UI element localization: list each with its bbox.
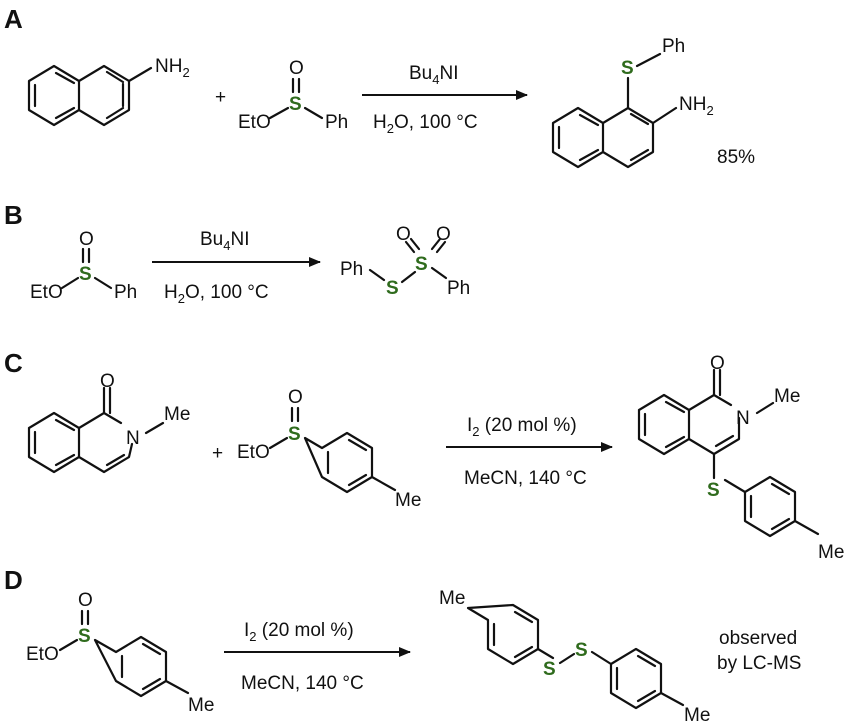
carbonyl-oxygen: O: [100, 371, 115, 392]
sulfinyl-double-bond-c: [290, 406, 300, 423]
product-n-methyl: Me: [774, 386, 800, 407]
sulfinyl-double-bond: [291, 77, 301, 94]
product-isoquinolinone-bonds: [637, 368, 775, 494]
s-o-bond-d: [58, 638, 79, 652]
sulfonyl-oxygen-right: O: [436, 224, 451, 245]
sulfinyl-double-bond-d: [80, 609, 90, 626]
sulfinate-ester-c: O S EtO Me: [237, 387, 421, 511]
yield-label: 85%: [717, 147, 755, 168]
phenyl-label: Ph: [325, 112, 348, 133]
isoquinolinone-bonds: [27, 386, 165, 474]
sulfinyl-oxygen-c: O: [288, 387, 303, 408]
product-methyl-left: Me: [439, 588, 465, 609]
ph-s-bond: [368, 268, 386, 282]
s-s-bond-d: [558, 652, 576, 665]
thiosulfonate-product: Ph S S O O Ph: [340, 224, 470, 299]
aryl-methyl-c: Me: [395, 490, 421, 511]
product-carbonyl-oxygen: O: [710, 353, 725, 374]
product-methyl-right: Me: [684, 705, 710, 723]
sulfinyl-oxygen: O: [289, 58, 304, 79]
s-o-bond: [268, 106, 290, 120]
product-phenyl: Ph: [662, 36, 685, 57]
product-sulfur: S: [621, 58, 634, 79]
right-tolyl-ring-bonds: [590, 647, 685, 710]
s-ph-bond: [303, 106, 324, 120]
tolyl-ring-bonds-d: [93, 635, 190, 698]
panel-c-label: C: [4, 348, 23, 378]
product-sulfur-c: S: [707, 480, 720, 501]
reaction-arrow-b: Bu4NI H2O, 100 °C: [152, 229, 321, 306]
n-methyl-label: Me: [164, 404, 190, 425]
condition-bottom-a: H2O, 100 °C: [373, 112, 478, 136]
ethoxy-label: EtO: [238, 112, 271, 133]
product-amine: NH2: [679, 94, 714, 118]
observation-note-line1: observed: [719, 628, 797, 649]
plus-sign-c: +: [212, 443, 223, 464]
amine-label: NH2: [155, 56, 190, 80]
panel-d-label: D: [4, 565, 23, 595]
sulfinyl-oxygen-d: O: [78, 590, 93, 611]
sulfur-atom-c: S: [288, 424, 301, 445]
product-phenyl-right: Ph: [447, 278, 470, 299]
condition-top-c: I2 (20 mol %): [467, 415, 577, 439]
condition-bottom-d: MeCN, 140 °C: [241, 673, 364, 694]
product-a: S Ph NH2 85%: [551, 36, 755, 169]
condition-top-a: Bu4NI: [409, 63, 458, 87]
reaction-arrow-c: I2 (20 mol %) MeCN, 140 °C: [446, 415, 613, 489]
ethoxy-label-d: EtO: [26, 644, 59, 665]
naphthalene-bonds: [27, 64, 153, 127]
isoquinolinone-structure: O N Me: [27, 371, 190, 474]
left-tolyl-ring-bonds: [466, 603, 555, 666]
sulfonyl-double-bonds: [404, 237, 447, 254]
reaction-arrow-a: Bu4NI H2O, 100 °C: [362, 63, 528, 136]
condition-bottom-c: MeCN, 140 °C: [464, 468, 587, 489]
s-ph-bond-right: [430, 266, 448, 280]
phenyl-label-b: Ph: [114, 282, 137, 303]
panel-a: A NH2 + O S EtO Ph Bu4NI H2O, 100 °C S P: [4, 4, 755, 169]
product-phenyl-left: Ph: [340, 259, 363, 280]
product-sulfur-lower: S: [386, 278, 399, 299]
product-sulfur-2: S: [575, 640, 588, 661]
naphthylamine-structure: NH2: [27, 56, 190, 127]
s-s-bond: [400, 270, 417, 284]
product-tolyl-ring-bonds: [743, 475, 820, 538]
sulfinate-ester-b: O S EtO Ph: [30, 229, 137, 303]
reaction-arrow-d: I2 (20 mol %) MeCN, 140 °C: [224, 620, 411, 694]
ethoxy-label-b: EtO: [30, 282, 63, 303]
product-sulfur-1: S: [543, 659, 556, 680]
sulfur-atom-b: S: [79, 264, 92, 285]
panel-d: D O S EtO Me I2 (20 mol %) MeCN, 140 °C …: [4, 565, 801, 723]
panel-b: B O S EtO Ph Bu4NI H2O, 100 °C Ph S S O …: [4, 200, 470, 306]
sulfinate-ester-a: O S EtO Ph: [238, 58, 348, 133]
sulfinyl-double-bond-b: [81, 247, 91, 264]
aryl-methyl-d: Me: [188, 695, 214, 716]
s-ph-bond-b: [93, 276, 113, 290]
product-naphthalene-bonds: [551, 52, 678, 169]
sulfinyl-oxygen-b: O: [79, 229, 94, 250]
condition-top-b: Bu4NI: [200, 229, 249, 253]
tolyl-ring-bonds-c: [303, 431, 397, 494]
sulfur-atom: S: [289, 94, 302, 115]
disulfide-product: Me S S Me: [439, 588, 710, 723]
condition-bottom-b: H2O, 100 °C: [164, 282, 269, 306]
panel-c: C O N Me + O S EtO Me I2 (20 mol %) MeCN…: [4, 348, 844, 563]
observation-note-line2: by LC-MS: [717, 653, 801, 674]
sulfonyl-oxygen-left: O: [396, 224, 411, 245]
panel-b-label: B: [4, 200, 23, 230]
product-ring-nitrogen: N: [736, 408, 750, 429]
ring-nitrogen: N: [126, 428, 140, 449]
sulfur-atom-d: S: [78, 626, 91, 647]
ethoxy-label-c: EtO: [237, 442, 270, 463]
sulfinate-ester-d: O S EtO Me: [26, 590, 214, 716]
s-o-bond-b: [60, 276, 80, 290]
panel-a-label: A: [4, 4, 23, 34]
s-o-bond-c: [268, 436, 289, 450]
plus-sign-a: +: [215, 87, 226, 108]
condition-top-d: I2 (20 mol %): [244, 620, 354, 644]
product-c: O N Me S Me: [637, 353, 844, 563]
product-sulfur-upper: S: [415, 254, 428, 275]
product-aryl-methyl-c: Me: [818, 542, 844, 563]
